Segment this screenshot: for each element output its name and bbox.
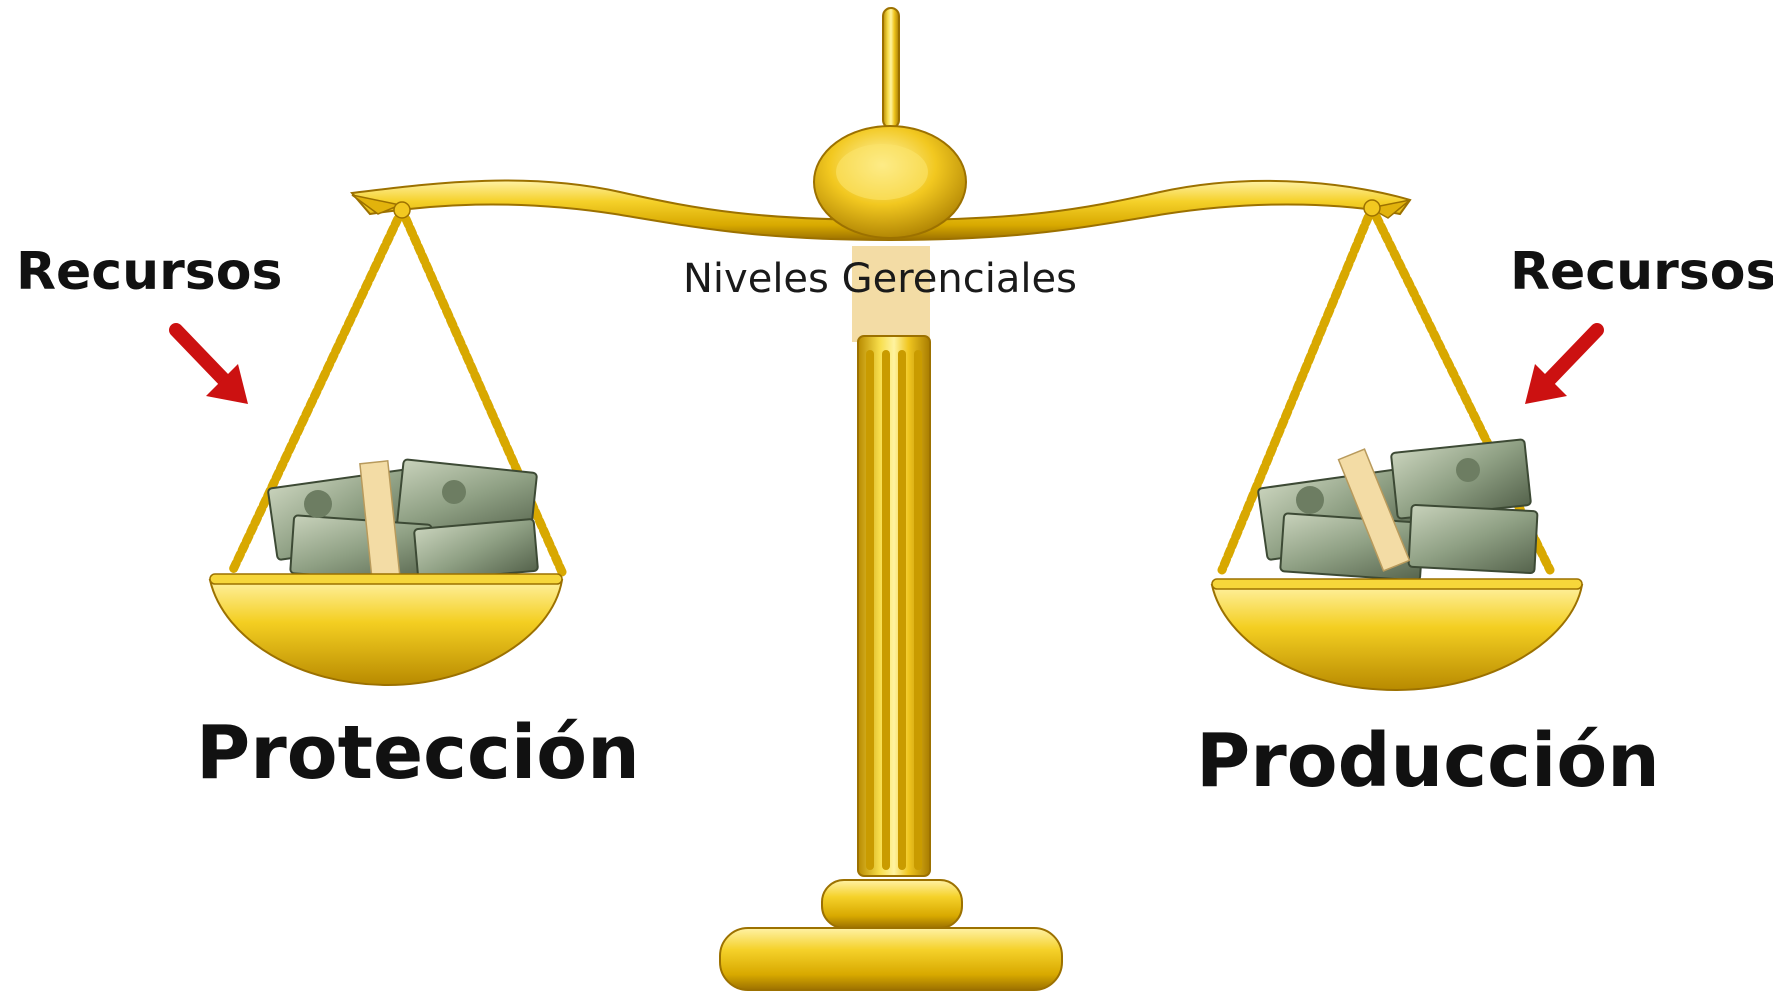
money-stack-right [1257, 438, 1539, 582]
protection-label: Protección [196, 710, 640, 796]
balance-beam [350, 179, 1412, 242]
right-pan-group [1210, 199, 1584, 692]
right-chain-a [1217, 203, 1377, 575]
base-top [821, 879, 963, 929]
top-rod [882, 7, 900, 129]
left-pan-group [208, 201, 567, 687]
column-band [852, 246, 930, 342]
pivot-hub-inner [836, 144, 928, 200]
beam-tip-left [351, 194, 403, 215]
production-label: Producción [1196, 718, 1660, 804]
left-chain-a [227, 205, 407, 577]
column [857, 335, 931, 877]
arrow-down-right-icon [169, 323, 248, 404]
right-pan [1210, 584, 1584, 692]
money-stack-left [267, 458, 539, 584]
resources-label-right: Recursos [1510, 242, 1773, 302]
arrow-down-left-icon [1525, 323, 1604, 404]
resources-label-left: Recursos [16, 242, 283, 302]
management-levels-label: Niveles Gerenciales [683, 256, 1077, 302]
left-pan [208, 579, 564, 687]
left-chain-b [397, 205, 567, 577]
base-bottom [719, 927, 1063, 991]
